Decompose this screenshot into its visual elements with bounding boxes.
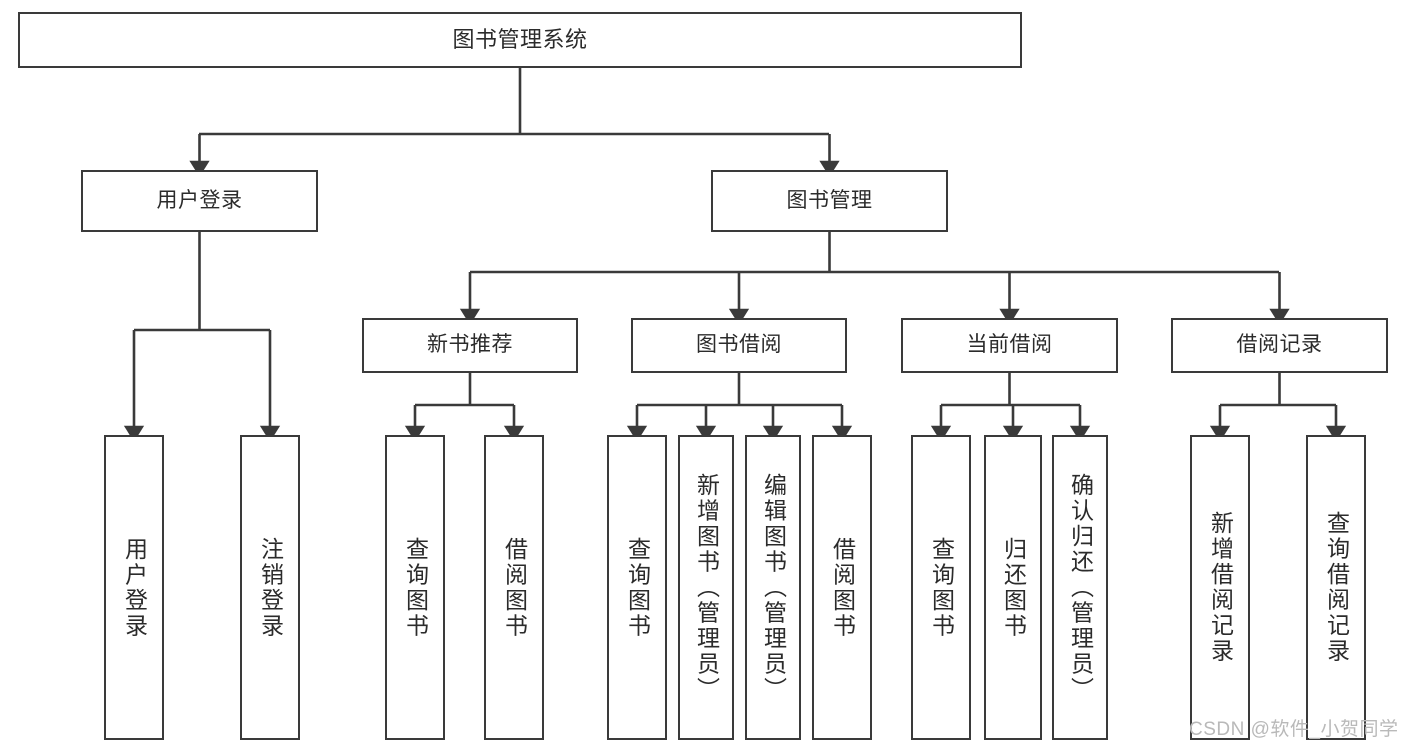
node-current-borrow-label: 当前借阅 bbox=[966, 333, 1053, 357]
node-borrow-record-label: 借阅记录 bbox=[1236, 333, 1323, 357]
node-leaf-add-book-label: 新增图书（管理员） bbox=[693, 472, 720, 703]
node-leaf-query-book-2[interactable]: 查询图书 bbox=[607, 435, 667, 740]
node-leaf-query-book-1[interactable]: 查询图书 bbox=[385, 435, 445, 740]
node-root[interactable]: 图书管理系统 bbox=[18, 12, 1022, 68]
node-book-borrow[interactable]: 图书借阅 bbox=[631, 318, 847, 373]
node-borrow-record[interactable]: 借阅记录 bbox=[1171, 318, 1388, 373]
node-leaf-borrow-book-2-label: 借阅图书 bbox=[829, 536, 856, 639]
node-current-borrow[interactable]: 当前借阅 bbox=[901, 318, 1118, 373]
node-leaf-query-book-3-label: 查询图书 bbox=[928, 536, 955, 639]
node-leaf-confirm-return[interactable]: 确认归还（管理员） bbox=[1052, 435, 1108, 740]
node-leaf-query-book-1-label: 查询图书 bbox=[402, 536, 429, 639]
node-leaf-query-record[interactable]: 查询借阅记录 bbox=[1306, 435, 1366, 740]
node-leaf-edit-book[interactable]: 编辑图书（管理员） bbox=[745, 435, 801, 740]
node-book-manage[interactable]: 图书管理 bbox=[711, 170, 948, 232]
node-leaf-user-login-label: 用户登录 bbox=[121, 536, 148, 639]
node-leaf-logout-label: 注销登录 bbox=[257, 536, 284, 639]
node-new-book-recommend-label: 新书推荐 bbox=[427, 333, 513, 357]
node-root-label: 图书管理系统 bbox=[452, 27, 588, 53]
node-leaf-add-record-label: 新增借阅记录 bbox=[1207, 511, 1234, 664]
node-leaf-edit-book-label: 编辑图书（管理员） bbox=[760, 472, 787, 703]
node-leaf-logout[interactable]: 注销登录 bbox=[240, 435, 300, 740]
node-user-login-label: 用户登录 bbox=[156, 188, 243, 212]
node-leaf-query-book-3[interactable]: 查询图书 bbox=[911, 435, 971, 740]
node-leaf-add-book[interactable]: 新增图书（管理员） bbox=[678, 435, 734, 740]
node-leaf-return-book-label: 归还图书 bbox=[1000, 536, 1027, 639]
node-leaf-borrow-book-1[interactable]: 借阅图书 bbox=[484, 435, 544, 740]
node-leaf-borrow-book-2[interactable]: 借阅图书 bbox=[812, 435, 872, 740]
node-book-borrow-label: 图书借阅 bbox=[696, 333, 782, 357]
node-book-manage-label: 图书管理 bbox=[786, 188, 873, 212]
node-leaf-confirm-return-label: 确认归还（管理员） bbox=[1067, 472, 1094, 703]
node-leaf-query-book-2-label: 查询图书 bbox=[624, 536, 651, 639]
node-leaf-query-record-label: 查询借阅记录 bbox=[1323, 511, 1350, 664]
node-user-login[interactable]: 用户登录 bbox=[81, 170, 318, 232]
node-leaf-add-record[interactable]: 新增借阅记录 bbox=[1190, 435, 1250, 740]
node-new-book-recommend[interactable]: 新书推荐 bbox=[362, 318, 578, 373]
node-leaf-borrow-book-1-label: 借阅图书 bbox=[501, 536, 528, 639]
node-leaf-return-book[interactable]: 归还图书 bbox=[984, 435, 1042, 740]
node-leaf-user-login[interactable]: 用户登录 bbox=[104, 435, 164, 740]
